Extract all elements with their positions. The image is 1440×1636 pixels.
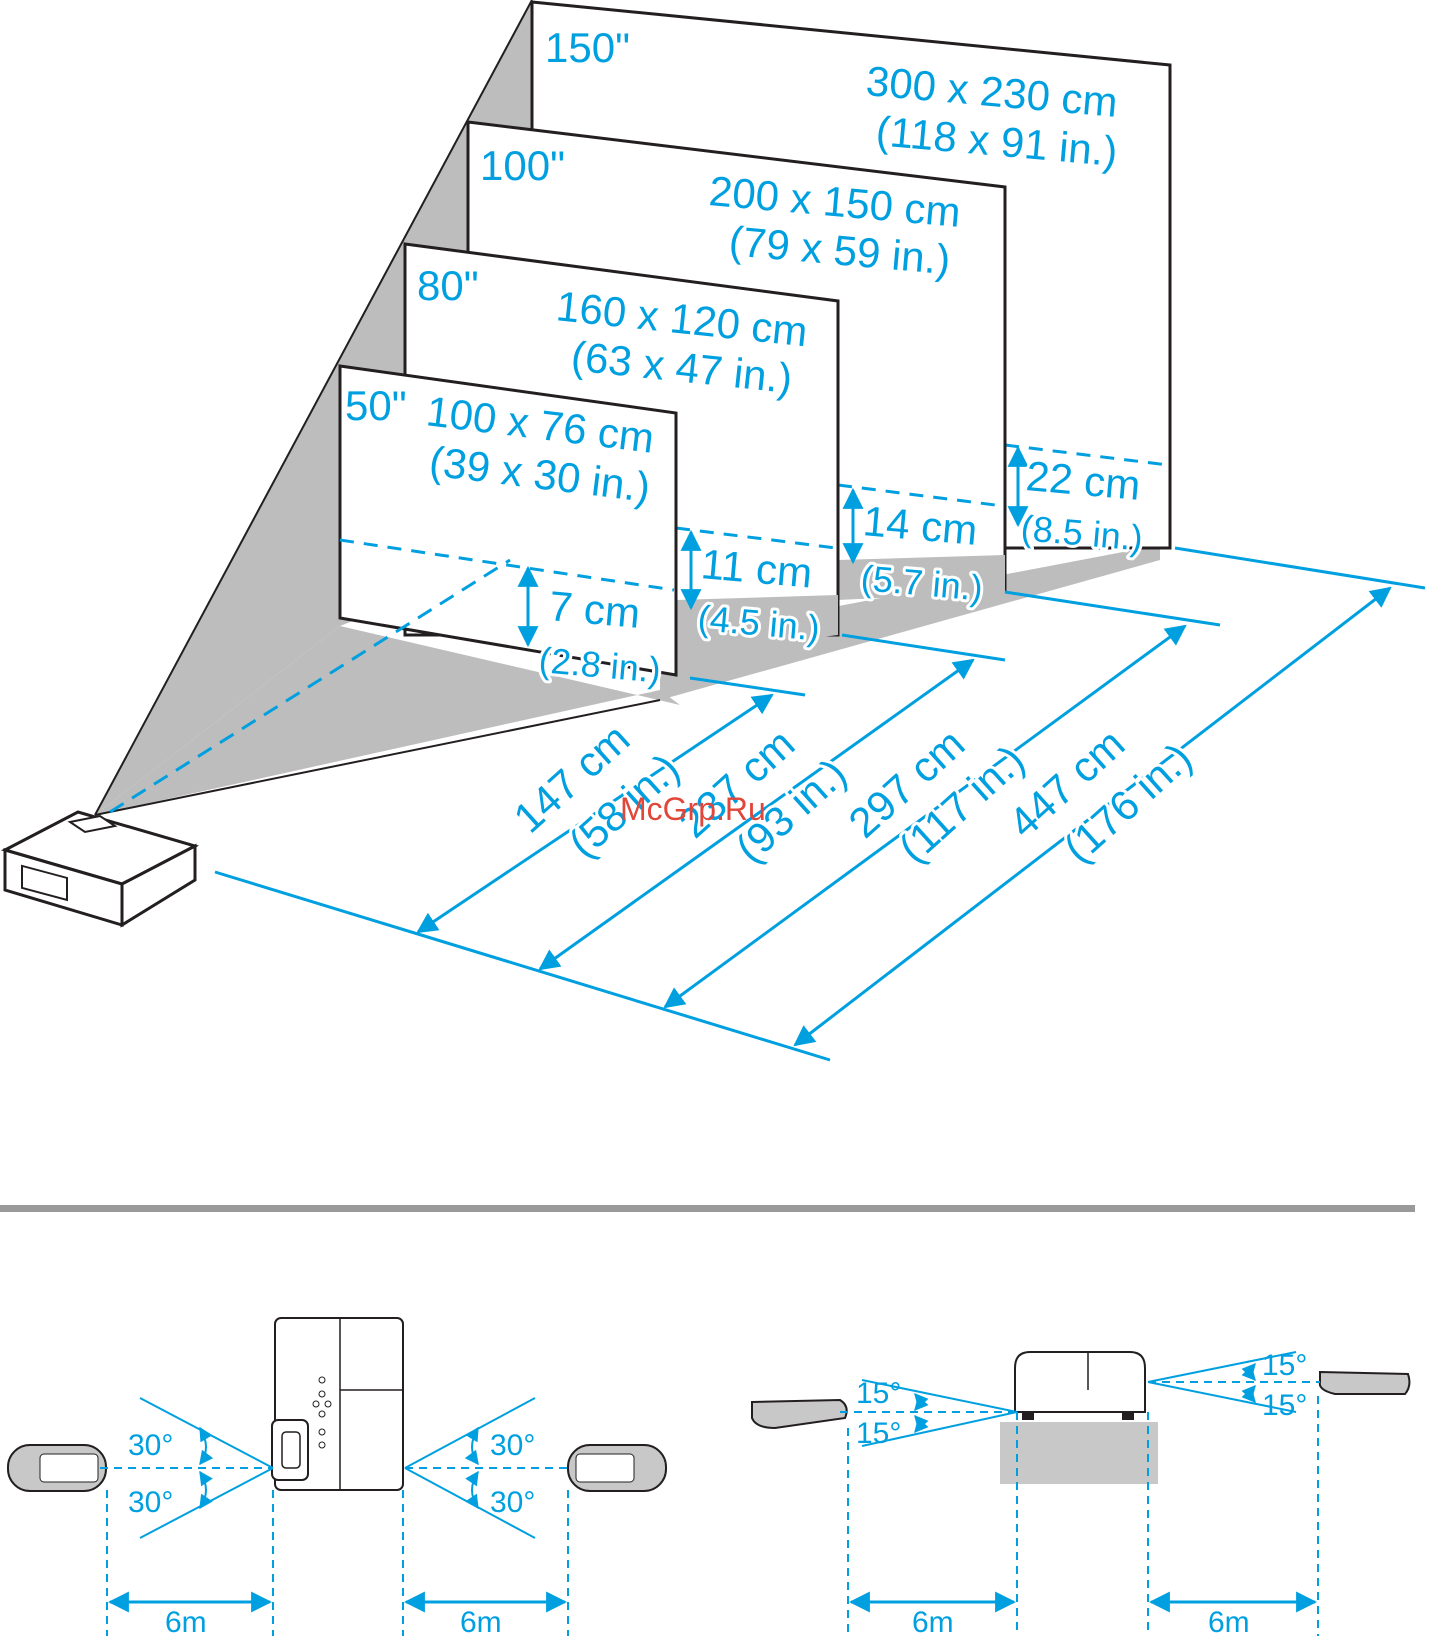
remote-left-icon bbox=[7, 1444, 107, 1492]
remote-side-right-icon bbox=[1318, 1370, 1411, 1395]
offset-50-cm: 7 cm bbox=[547, 582, 642, 637]
screen-50-size: 50" bbox=[345, 382, 407, 429]
side-distance-left: 6m bbox=[912, 1606, 954, 1636]
top-distance-left: 6m bbox=[165, 1606, 207, 1636]
projector-icon bbox=[0, 810, 200, 928]
top-angle-up-right: 30° bbox=[490, 1429, 535, 1462]
top-angle-down-left: 30° bbox=[128, 1486, 173, 1519]
screen-150-size: 150" bbox=[545, 24, 630, 71]
side-angle-up-right: 15° bbox=[1262, 1349, 1307, 1382]
section-divider bbox=[0, 1205, 1415, 1212]
remote-side-view bbox=[751, 1351, 1411, 1636]
watermark: McGrp.Ru bbox=[620, 791, 766, 827]
side-angle-up-left: 15° bbox=[856, 1377, 901, 1410]
top-angle-up-left: 30° bbox=[128, 1429, 173, 1462]
projector-side-icon bbox=[1014, 1351, 1146, 1420]
remote-right-icon bbox=[567, 1444, 667, 1492]
side-angle-down-right: 15° bbox=[1262, 1389, 1307, 1422]
table-icon bbox=[1000, 1422, 1158, 1484]
screen-100-size: 100" bbox=[480, 142, 565, 189]
offset-150-cm: 22 cm bbox=[1024, 452, 1142, 509]
side-distance-right: 6m bbox=[1208, 1606, 1250, 1636]
remote-side-left-icon bbox=[751, 1398, 848, 1430]
offset-150-in: (8.5 in.) bbox=[1019, 507, 1144, 558]
remote-top-view bbox=[7, 1317, 667, 1636]
side-angle-down-left: 15° bbox=[856, 1417, 901, 1450]
offset-80-cm: 11 cm bbox=[699, 540, 814, 597]
screen-80-size: 80" bbox=[417, 262, 479, 309]
offset-100-cm: 14 cm bbox=[861, 497, 979, 554]
top-distance-right: 6m bbox=[460, 1606, 502, 1636]
top-angle-down-right: 30° bbox=[490, 1486, 535, 1519]
